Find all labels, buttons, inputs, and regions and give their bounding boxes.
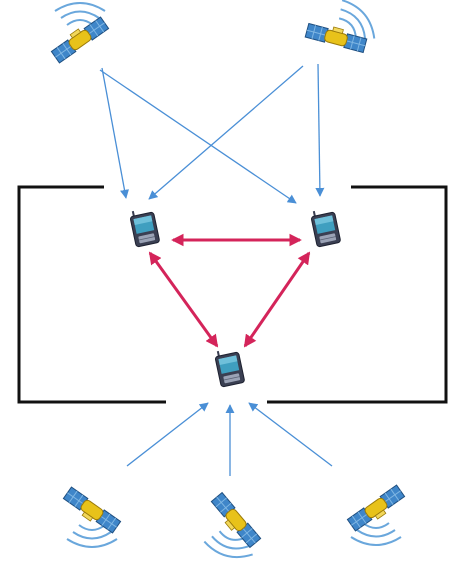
signal-arrow — [315, 63, 325, 197]
signal-arrows — [99, 63, 333, 476]
satellite-icon — [297, 0, 384, 76]
building-walls — [17, 185, 448, 404]
devices — [128, 206, 342, 388]
peer-arrows — [148, 233, 311, 348]
satellite-icon — [48, 2, 110, 64]
pda-phone-icon — [213, 346, 246, 388]
wall-left — [17, 185, 166, 404]
pda-phone-icon — [309, 206, 342, 248]
peer-arrow-right-bottom — [243, 251, 311, 348]
satellite-icon — [346, 484, 408, 546]
satellite-icon — [60, 486, 122, 548]
peer-arrow-left-bottom — [148, 251, 219, 348]
wall-right — [267, 185, 448, 404]
signal-arrow — [101, 67, 129, 199]
pda-phone-icon — [128, 206, 161, 248]
satellites — [48, 0, 408, 562]
signal-arrow — [148, 65, 304, 200]
satellite-icon — [196, 488, 271, 562]
signal-arrow — [126, 402, 209, 467]
signal-arrow — [248, 402, 333, 467]
signal-arrow — [99, 69, 297, 204]
